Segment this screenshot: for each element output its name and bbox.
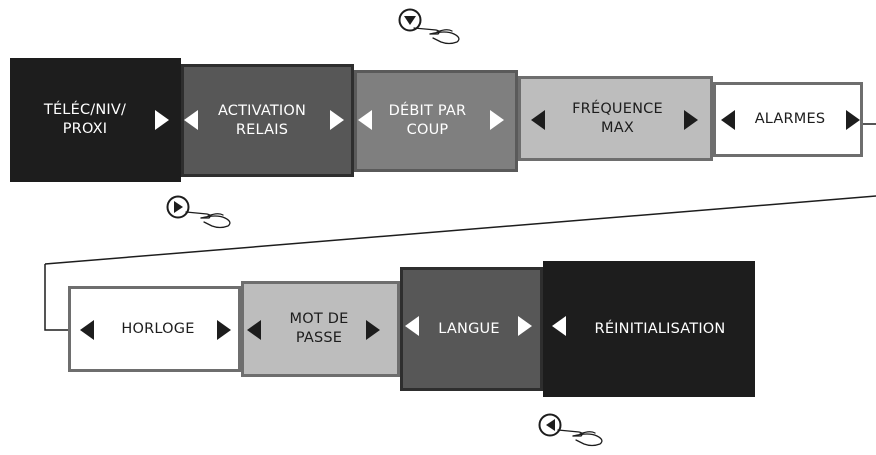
flow-connector-line — [44, 123, 876, 331]
menu-box-activation-relais: ACTIVATION RELAIS — [181, 64, 354, 177]
pointing-hand-icon — [413, 27, 460, 45]
nav-right-arrow-icon — [217, 320, 231, 340]
nav-right-arrow-icon — [330, 110, 344, 130]
menu-label-frequence-max: FRÉQUENCE MAX — [572, 100, 663, 136]
nav-right-arrow-icon — [490, 110, 504, 130]
nav-right-arrow-icon — [518, 316, 532, 336]
menu-box-reinitialisation: RÉINITIALISATION — [543, 261, 755, 397]
menu-label-reinitialisation: RÉINITIALISATION — [594, 320, 726, 337]
nav-left-arrow-icon — [405, 316, 419, 336]
nav-left-arrow-icon — [80, 320, 94, 340]
menu-label-horloge: HORLOGE — [121, 320, 195, 337]
menu-box-horloge: HORLOGE — [68, 286, 241, 372]
menu-box-debit-par-coup: DÉBIT PAR COUP — [354, 70, 518, 172]
left-arrow-button-icon — [538, 413, 562, 437]
menu-label-alarmes: ALARMES — [754, 111, 826, 127]
down-arrow-button-icon — [398, 8, 422, 32]
menu-box-telec: TÉLÉC/NIV/ PROXI — [10, 58, 181, 182]
nav-left-arrow-icon — [552, 316, 566, 336]
pointing-hand-icon — [557, 429, 603, 447]
menu-label-debit-par-coup: DÉBIT PAR COUP — [388, 103, 467, 138]
nav-right-arrow-icon — [684, 110, 698, 130]
menu-label-langue: LANGUE — [438, 320, 500, 337]
menu-label-telec: TÉLÉC/NIV/ PROXI — [43, 102, 127, 137]
menu-label-mot-de-passe: MOT DE PASSE — [289, 311, 349, 346]
nav-right-arrow-icon — [155, 110, 169, 130]
menu-label-activation-relais: ACTIVATION RELAIS — [217, 102, 307, 138]
nav-left-arrow-icon — [247, 320, 261, 340]
nav-right-arrow-icon — [366, 320, 380, 340]
nav-left-arrow-icon — [358, 110, 372, 130]
nav-left-arrow-icon — [531, 110, 545, 130]
menu-box-alarmes: ALARMES — [713, 82, 863, 157]
nav-left-arrow-icon — [721, 110, 735, 130]
pointing-hand-icon — [185, 211, 231, 229]
nav-left-arrow-icon — [184, 110, 198, 130]
menu-box-frequence-max: FRÉQUENCE MAX — [518, 76, 713, 161]
nav-right-arrow-icon — [846, 110, 860, 130]
right-arrow-button-icon — [166, 195, 190, 219]
